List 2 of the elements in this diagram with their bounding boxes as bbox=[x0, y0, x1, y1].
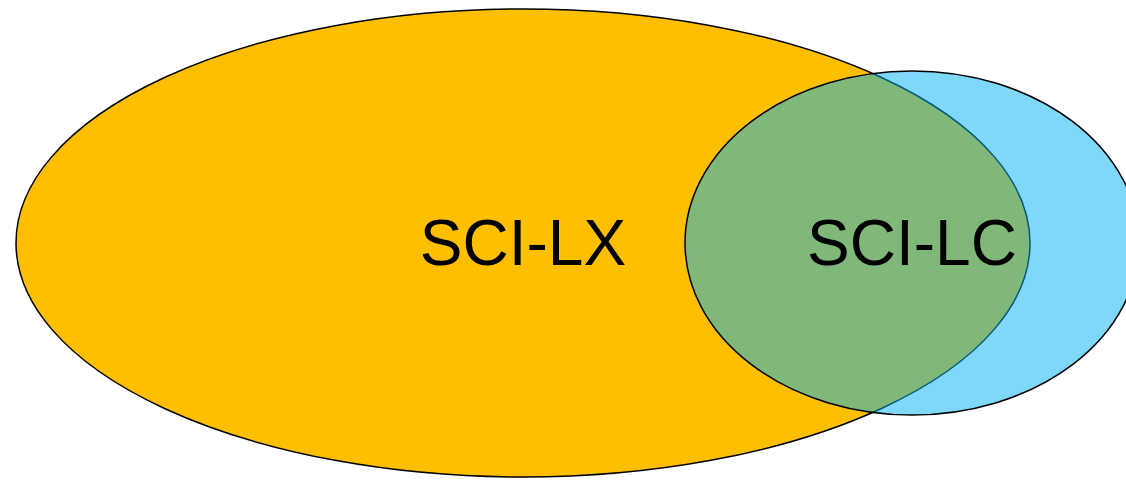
set-label: SCI-LC bbox=[807, 211, 1017, 275]
set-label: SCI-LX bbox=[419, 211, 627, 275]
